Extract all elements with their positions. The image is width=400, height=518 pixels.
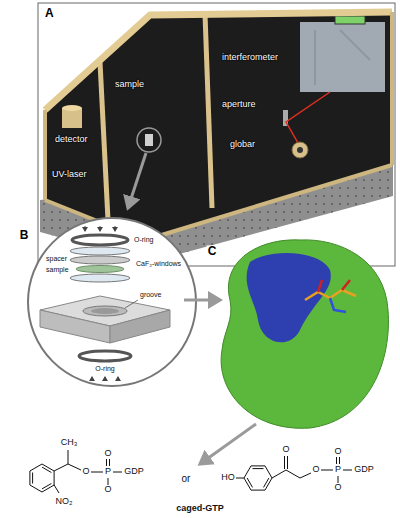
atom-label: O [334,483,341,493]
chemical-structures [30,450,352,493]
atom-label: HO [221,473,235,483]
atom-label: O [104,485,111,495]
part-label: UV-laser [52,170,87,180]
panel-letter: C [207,245,218,258]
part-label: spacer [46,255,67,263]
atom-label: O [312,465,319,475]
part-label: groove [140,291,161,299]
atom-label: P [105,467,111,477]
part-label: sample [115,80,144,90]
part-label: O-ring [95,365,114,373]
part-label: globar [230,140,255,150]
atom-label: O [334,447,341,457]
conjunction-text: or [182,473,191,484]
part-label: CaF₂-windows [136,260,181,268]
part-label: detector [55,135,88,145]
atom-label: CH₃ [61,438,78,448]
compound-name: caged-GTP [176,504,224,514]
panel-letter: A [44,7,55,20]
atom-label: O [104,449,111,459]
atom-label: P [335,465,341,475]
part-label: interferometer [222,53,278,63]
part-label: sample [46,266,69,274]
part-label: O-ring [134,236,153,244]
atom-label: GDP [354,465,374,475]
atom-label: GDP [124,467,144,477]
atom-label: O [82,467,89,477]
part-label: aperture [222,100,256,110]
atom-label: O [282,445,289,455]
protein-surface [200,240,388,464]
sample-cell [28,218,220,386]
atom-label: NO₂ [56,497,73,507]
panel-letter: B [19,229,30,242]
